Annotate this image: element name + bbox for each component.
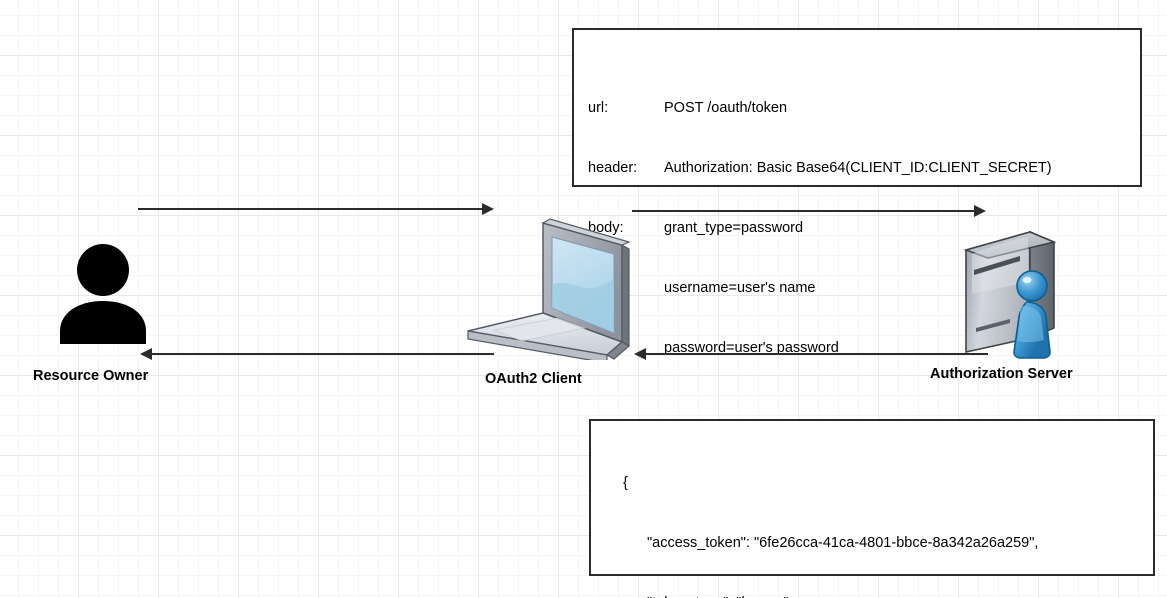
response-json-box: { "access_token": "6fe26cca-41ca-4801-bb… [589, 419, 1155, 598]
request-value-password: password=user's password [664, 340, 839, 356]
request-row-password: password=user's password [588, 338, 1052, 358]
arrow-shaft [151, 353, 494, 355]
arrow-client-to-owner [140, 347, 494, 361]
request-row-url: url: POST /oauth/token [588, 98, 1052, 118]
arrowhead-right-icon [482, 203, 494, 215]
request-value-username: username=user's name [664, 280, 816, 296]
request-value-header: Authorization: Basic Base64(CLIENT_ID:CL… [664, 160, 1052, 176]
arrow-shaft [645, 353, 988, 355]
arrowhead-left-icon [634, 348, 646, 360]
server-icon [958, 228, 1070, 360]
label-authorization-server: Authorization Server [930, 366, 1073, 382]
arrowhead-left-icon [140, 348, 152, 360]
request-label-header: header: [588, 160, 638, 176]
request-row-body: body: grant_type=password [588, 218, 1052, 238]
request-details-box: url: POST /oauth/token header: Authorizati… [572, 28, 1142, 356]
request-value-url: POST /oauth/token [664, 100, 788, 116]
person-silhouette-icon [56, 243, 150, 345]
json-line-token-type: "token_type": "bearer", [623, 593, 1038, 598]
json-line-access-token: "access_token": "6fe26cca-41ca-4801-bbce… [647, 535, 1039, 551]
request-label-body: body: [588, 220, 624, 236]
arrow-auth-server-to-client [634, 347, 988, 361]
request-label-url: url: [588, 100, 609, 116]
request-details-text: url: POST /oauth/token header: Authorizati… [588, 58, 1052, 398]
arrow-client-to-auth-server [632, 204, 986, 218]
arrow-shaft [632, 210, 975, 212]
json-line-open: { [623, 475, 628, 491]
arrow-owner-to-client [138, 202, 494, 216]
label-resource-owner: Resource Owner [33, 368, 149, 384]
label-oauth2-client: OAuth2 Client [485, 371, 582, 387]
response-json-text: { "access_token": "6fe26cca-41ca-4801-bb… [623, 433, 1038, 598]
request-row-header: header: Authorization: Basic Base64(CLIEN… [588, 158, 1052, 178]
arrowhead-right-icon [974, 205, 986, 217]
laptop-icon [456, 215, 638, 364]
request-value-body: grant_type=password [664, 220, 804, 236]
request-row-username: username=user's name [588, 278, 1052, 298]
arrow-shaft [138, 208, 483, 210]
